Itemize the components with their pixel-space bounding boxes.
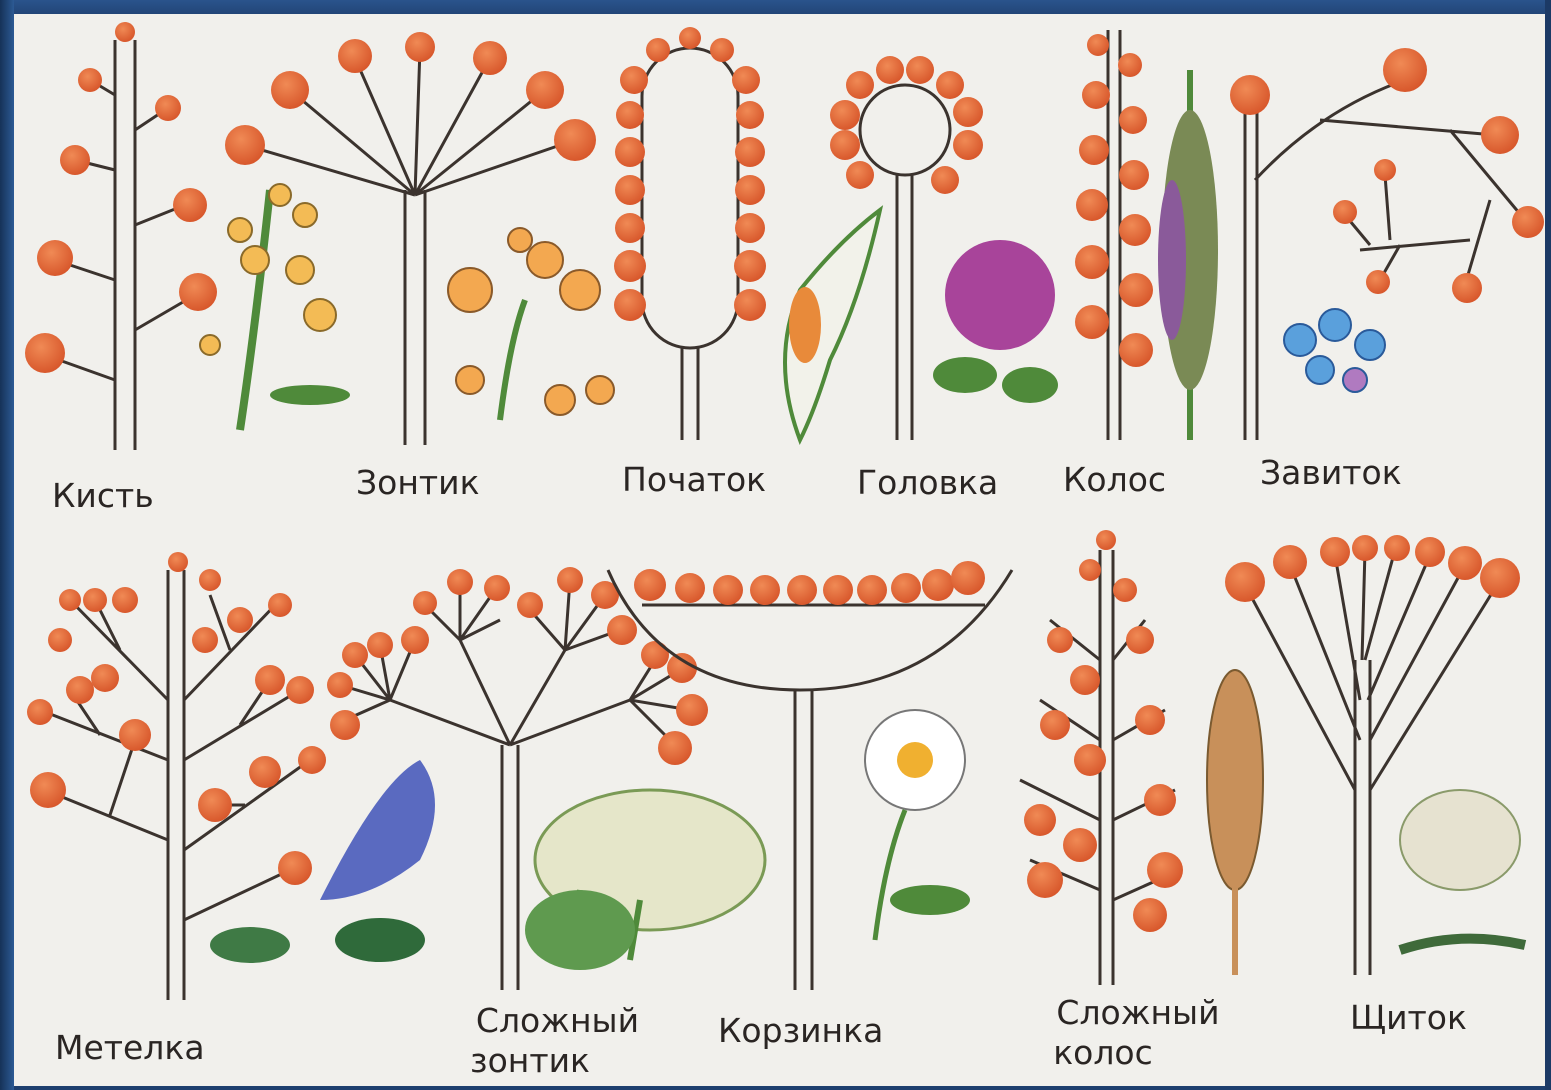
slozhny-kolos-illustration	[1207, 670, 1263, 975]
golovka-flowers	[830, 56, 983, 194]
label-metelka: Метелка	[55, 1030, 205, 1066]
label-kolos: Колос	[1063, 462, 1166, 498]
zontik-illustration	[448, 228, 614, 420]
kist-flowers	[25, 22, 217, 373]
kist-illustration	[200, 184, 350, 430]
slozhny-kolos-flowers	[1024, 530, 1183, 932]
pochatok-schema	[642, 48, 738, 440]
label-slozhny-kolos-1: Сложный	[1038, 995, 1238, 1031]
label-korzinka: Корзинка	[718, 1013, 883, 1049]
korzinka-flowers	[634, 561, 985, 605]
korzinka-illustration	[865, 710, 970, 940]
label-kist: Кисть	[52, 478, 154, 514]
shchitok-illustration	[1400, 790, 1525, 950]
kolos-illustration	[1158, 70, 1218, 440]
slozhny-zontik-illustration	[525, 790, 765, 970]
label-golovka: Головка	[857, 465, 998, 501]
zavitok-illustration	[1284, 309, 1385, 392]
golovka-illustration	[933, 240, 1058, 403]
label-slozhny-zontik-1: Сложный	[455, 1003, 660, 1039]
metelka-illustration	[210, 760, 435, 963]
label-slozhny-zontik-2: зонтик	[455, 1043, 605, 1079]
kolos-schema	[1108, 30, 1120, 440]
label-pochatok: Початок	[622, 462, 766, 498]
kolos-flowers	[1075, 34, 1153, 367]
shchitok-flowers	[1225, 535, 1520, 602]
label-zontik: Зонтик	[356, 465, 480, 501]
pochatok-illustration	[785, 210, 880, 440]
label-slozhny-kolos-2: колос	[1038, 1035, 1168, 1071]
shchitok-schema	[1245, 550, 1500, 975]
label-shchitok: Щиток	[1350, 1000, 1467, 1036]
golovka-schema	[860, 85, 950, 440]
label-zavitok: Завиток	[1260, 455, 1402, 491]
pochatok-flowers	[614, 27, 766, 321]
zontik-flowers	[225, 32, 596, 165]
metelka-flowers	[27, 552, 326, 885]
